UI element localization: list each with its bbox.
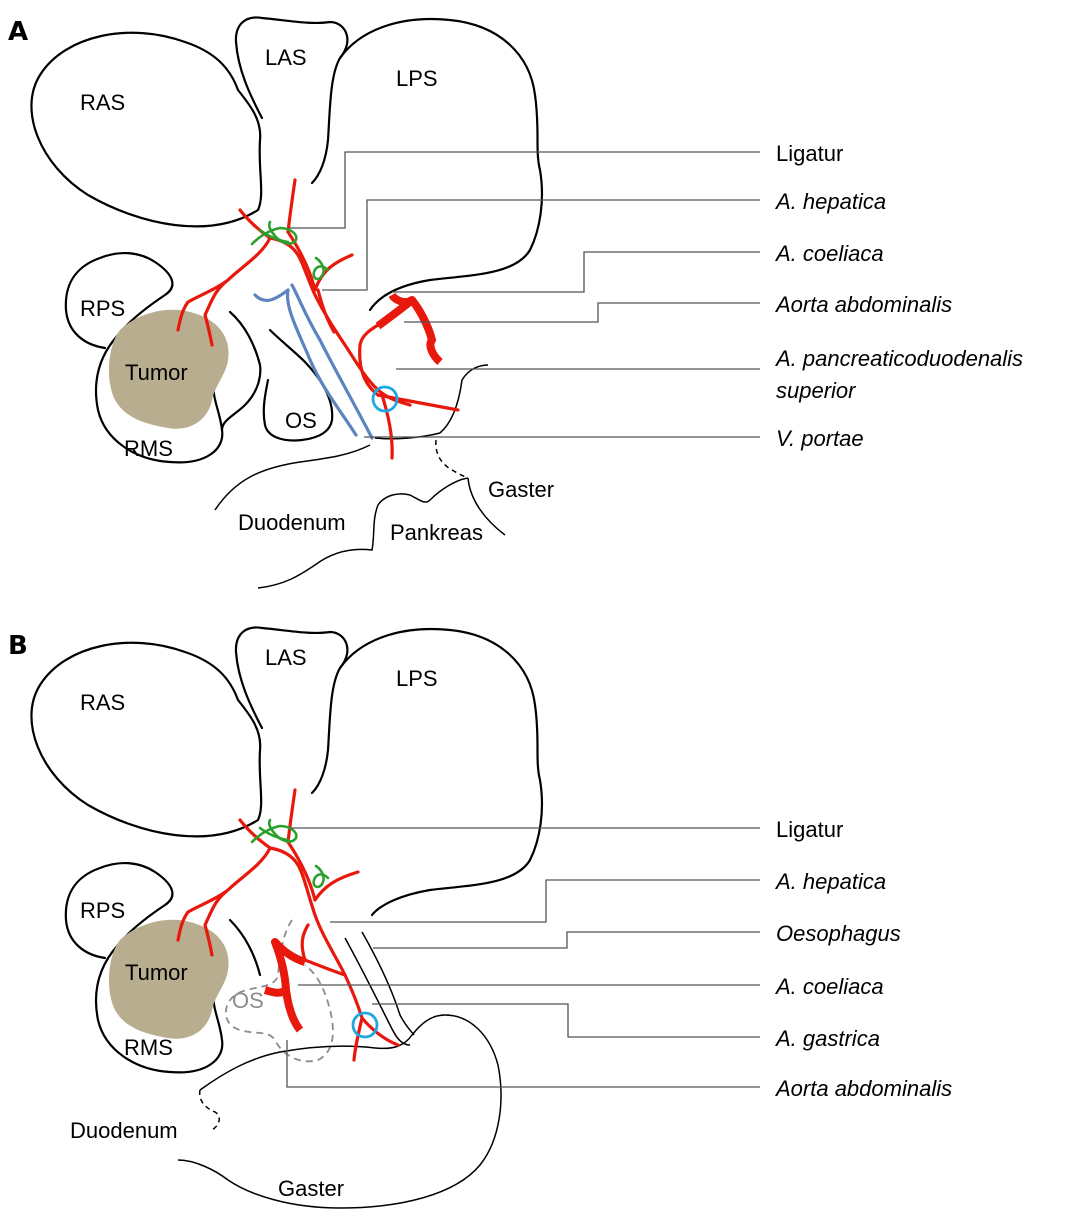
lobe-ras-outline bbox=[31, 33, 261, 227]
legend-a-coeliaca: A. coeliaca bbox=[774, 974, 884, 999]
panel-a-letter: A bbox=[8, 17, 28, 47]
label-las: LAS bbox=[265, 645, 307, 670]
leader-a-coeliaca bbox=[392, 252, 760, 292]
aorta-abdominalis bbox=[265, 942, 305, 1030]
a-gastrica-branch bbox=[354, 1018, 362, 1060]
gaster-outline bbox=[440, 365, 488, 433]
label-duodenum: Duodenum bbox=[70, 1118, 178, 1143]
label-tumor: Tumor bbox=[125, 960, 188, 985]
lobe-inner-outline bbox=[230, 920, 260, 975]
a-hepatica-branches bbox=[178, 790, 358, 955]
legend-a-hepatica: A. hepatica bbox=[774, 869, 886, 894]
legend-a-gastrica: A. gastrica bbox=[774, 1026, 880, 1051]
duodenum-outline bbox=[215, 433, 440, 510]
label-tumor: Tumor bbox=[125, 360, 188, 385]
aorta-abdominalis bbox=[378, 295, 440, 362]
panel-a: A bbox=[8, 17, 1023, 588]
legend-v-portae: V. portae bbox=[776, 426, 864, 451]
panel-b-letter: B bbox=[8, 631, 28, 661]
leader-a-gastrica bbox=[372, 1004, 760, 1037]
label-os: OS bbox=[285, 408, 317, 433]
label-ras: RAS bbox=[80, 90, 125, 115]
oesophagus-outline bbox=[345, 932, 414, 1045]
legend-a-hepatica: A. hepatica bbox=[774, 189, 886, 214]
label-las: LAS bbox=[265, 45, 307, 70]
panel-b: B bbox=[8, 627, 952, 1208]
duodenum-gaster-border bbox=[200, 1090, 220, 1130]
label-rps: RPS bbox=[80, 296, 125, 321]
legend-pancreatico-1: A. pancreaticoduodenalis bbox=[774, 346, 1023, 371]
legend-aorta: Aorta abdominalis bbox=[774, 1076, 952, 1101]
a-gastric-branch bbox=[378, 395, 458, 410]
lobe-las-outline bbox=[236, 17, 347, 183]
label-ras: RAS bbox=[80, 690, 125, 715]
legend-aorta: Aorta abdominalis bbox=[774, 292, 952, 317]
label-gaster: Gaster bbox=[488, 477, 554, 502]
ligation-marker-circle bbox=[353, 1013, 377, 1037]
leader-oesophagus bbox=[373, 932, 760, 948]
legend-a-coeliaca: A. coeliaca bbox=[774, 241, 884, 266]
legend-pancreatico-2: superior bbox=[776, 378, 857, 403]
label-rps: RPS bbox=[80, 898, 125, 923]
lobe-ras-outline bbox=[31, 643, 261, 837]
legend-ligatur: Ligatur bbox=[776, 817, 843, 842]
leader-aorta bbox=[404, 303, 760, 322]
label-lps: LPS bbox=[396, 666, 438, 691]
label-duodenum: Duodenum bbox=[238, 510, 346, 535]
label-rms: RMS bbox=[124, 1035, 173, 1060]
label-rms: RMS bbox=[124, 436, 173, 461]
leader-ligatur bbox=[290, 152, 760, 228]
pankreas-gaster-border bbox=[436, 440, 468, 478]
label-lps: LPS bbox=[396, 66, 438, 91]
legend-oesophagus: Oesophagus bbox=[776, 921, 901, 946]
lobe-lps-outline bbox=[340, 629, 542, 915]
label-pankreas: Pankreas bbox=[390, 520, 483, 545]
legend-ligatur: Ligatur bbox=[776, 141, 843, 166]
label-gaster: Gaster bbox=[278, 1176, 344, 1201]
label-os: OS bbox=[232, 988, 264, 1013]
lobe-lps-outline bbox=[340, 19, 542, 310]
